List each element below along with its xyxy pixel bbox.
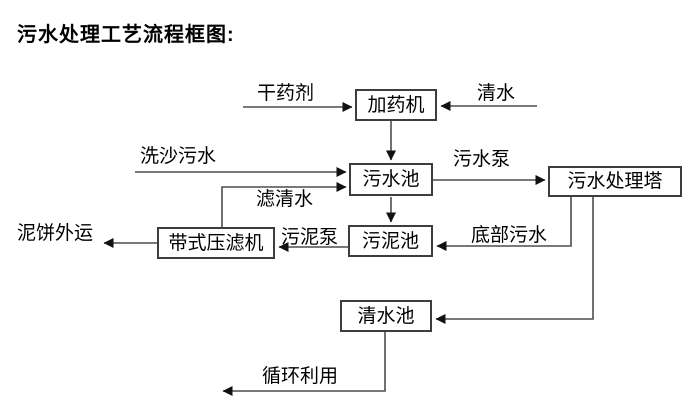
node-dosing-machine: 加药机	[355, 89, 437, 121]
edge-label-sewage-pump: 污水泵	[453, 149, 511, 170]
arrow-clean-water-pool-to-recycle	[222, 332, 386, 396]
edge-label-bottom-sewage: 底部污水	[471, 225, 548, 246]
edge-label-mud-cake-out: 泥饼外运	[17, 223, 94, 244]
edge-label-recycle: 循环利用	[262, 366, 339, 387]
edge-label-filtered-water: 滤清水	[256, 189, 314, 210]
node-clean-water-pool: 清水池	[340, 300, 432, 332]
edge-label-sludge-pump: 污泥泵	[281, 227, 339, 248]
arrow-filtered-water-to-sewage-pool	[221, 182, 347, 227]
node-belt-filter-press: 带式压滤机	[157, 227, 275, 259]
edge-label-clean-water: 清水	[477, 83, 516, 104]
node-sewage-pool: 污水池	[349, 163, 433, 196]
arrow-tower-to-clean-water-pool	[435, 197, 594, 324]
node-sludge-pool: 污泥池	[348, 225, 433, 257]
edge-label-dry-chemical: 干药剂	[257, 83, 315, 104]
arrow-tower-bottom-sewage-to-sludge-pool	[436, 197, 572, 251]
edge-label-sand-washing-sewage: 洗沙污水	[140, 146, 217, 167]
page-title: 污水处理工艺流程框图:	[17, 24, 235, 46]
node-treatment-tower: 污水处理塔	[548, 166, 682, 197]
